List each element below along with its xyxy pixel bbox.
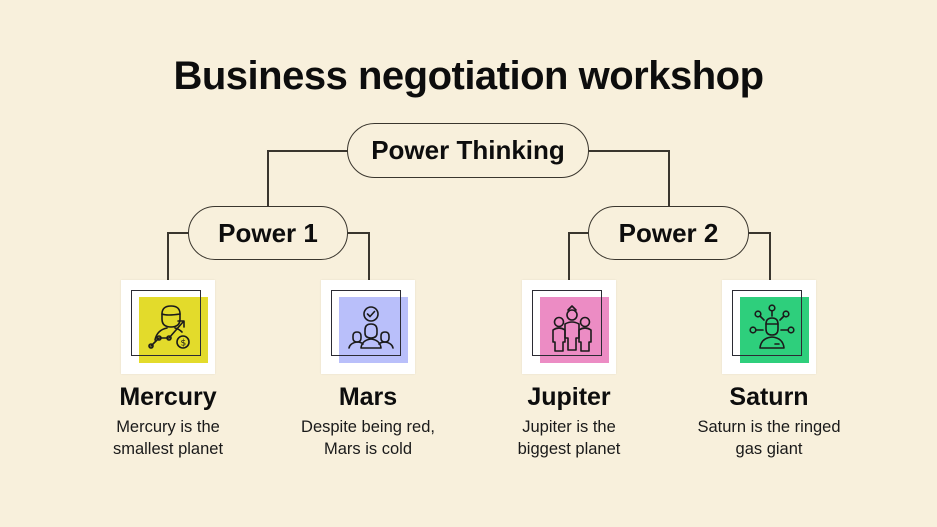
item-title: Jupiter	[527, 383, 611, 411]
connector	[167, 232, 189, 234]
description-line: Mercury is the	[116, 418, 220, 436]
item-title: Saturn	[729, 383, 809, 411]
item-description: Saturn is the ringed gas giant	[659, 416, 879, 460]
description-line: gas giant	[735, 440, 803, 458]
branch-node-label: Power 1	[218, 217, 318, 248]
branch-node-power-1: Power 1	[188, 206, 348, 260]
connector	[568, 232, 589, 234]
root-node-label: Power Thinking	[371, 135, 565, 165]
connector	[588, 150, 669, 152]
item-description: Mercury is the smallest planet	[68, 416, 268, 460]
connector	[769, 232, 771, 280]
description-line: Despite being red,	[301, 418, 435, 436]
connector	[368, 232, 370, 280]
item-description: Despite being red, Mars is cold	[268, 416, 468, 460]
connector	[267, 150, 348, 152]
svg-text:$: $	[181, 339, 187, 349]
connector	[267, 150, 269, 207]
card-frame	[532, 290, 602, 356]
card-frame	[131, 290, 201, 356]
description-line: biggest planet	[517, 440, 621, 458]
card-saturn	[722, 280, 816, 374]
team-approval-icon	[348, 306, 394, 349]
item-title: Mercury	[119, 383, 217, 411]
branch-node-label: Power 2	[618, 217, 719, 248]
card-mars	[321, 280, 415, 374]
description-line: Mars is cold	[323, 440, 413, 458]
item-title: Mars	[338, 383, 398, 411]
connector	[748, 232, 770, 234]
description-line: Jupiter is the	[522, 418, 616, 436]
card-frame	[732, 290, 802, 356]
description-line: Saturn is the ringed	[697, 418, 841, 436]
group-people-icon	[552, 305, 592, 352]
card-frame	[331, 290, 401, 356]
description-line: smallest planet	[112, 440, 224, 458]
connector	[167, 232, 169, 280]
connector	[347, 232, 369, 234]
connector	[668, 150, 670, 207]
connector	[568, 232, 570, 280]
branch-node-power-2: Power 2	[588, 206, 749, 260]
item-description: Jupiter is the biggest planet	[469, 416, 669, 460]
color-swatch	[139, 297, 208, 363]
page-title: Business negotiation workshop	[173, 54, 764, 98]
card-jupiter	[522, 280, 616, 374]
root-node-power-thinking: Power Thinking	[347, 123, 589, 178]
growth-businessman-icon: $	[148, 305, 190, 349]
card-mercury: $	[121, 280, 215, 374]
network-person-icon	[749, 304, 795, 349]
